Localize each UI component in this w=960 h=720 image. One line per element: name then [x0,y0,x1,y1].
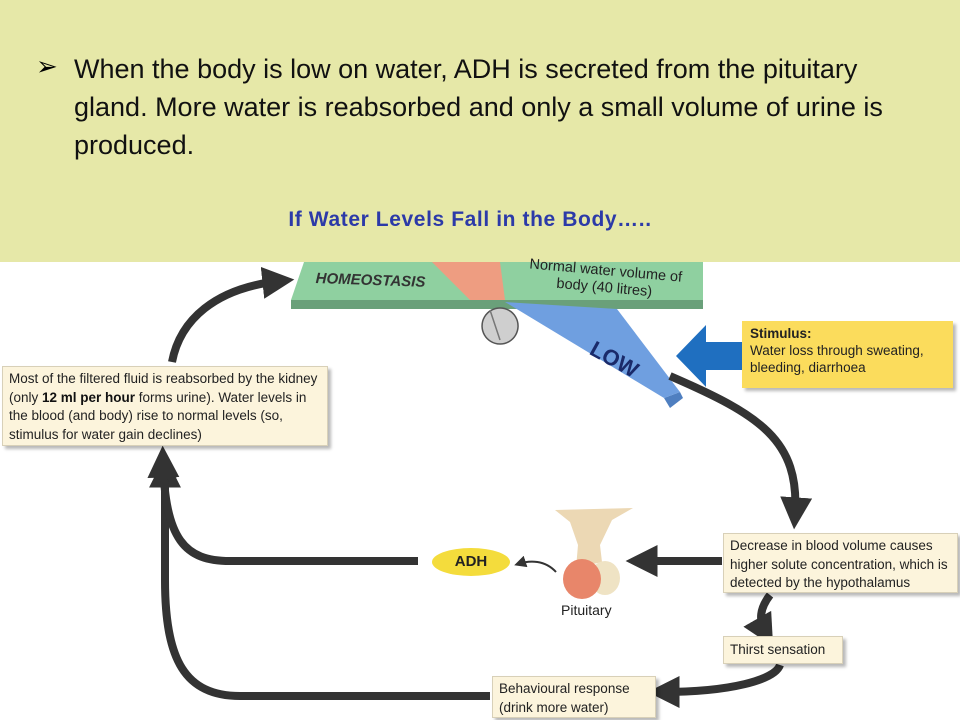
decrease-box: Decrease in blood volume causes higher s… [723,533,958,593]
stimulus-title: Stimulus: [750,326,812,341]
pituitary-label: Pituitary [561,602,612,618]
main-text: When the body is low on water, ADH is se… [74,54,883,160]
pivot-icon [481,307,519,345]
bullet-arrow-icon: ➢ [36,52,58,82]
arrow-pituitary-to-adh [514,555,557,573]
thirst-box: Thirst sensation [723,636,843,664]
adh-label: ADH [454,553,488,570]
pivot-line [489,309,501,341]
low-bar-shadow [664,392,683,408]
arrow-reabsorbed-to-homeostasis [168,266,295,363]
reabsorbed-text-1: Most of the filtered fluid is reabsorbed… [9,371,318,405]
stimulus-box: Stimulus: Water loss through sweating, b… [742,321,953,388]
behaviour-box: Behavioural response (drink more water) [492,676,656,718]
stimulus-arrow-icon [676,325,742,387]
pituitary-anterior-lobe [563,559,601,599]
salmon-wedge-top [432,262,505,300]
arrow-behaviour-to-reabsorbed [149,455,490,700]
header-banner [0,0,960,262]
arrow-adh-to-reabsorbed [147,445,418,565]
homeostasis-bar-shadow [291,300,703,309]
reabsorbed-text-bold: 12 ml per hour [42,389,136,405]
pituitary-stalk [555,508,633,568]
stimulus-text: Water loss through sweating, bleeding, d… [750,343,924,375]
arrow-low-to-decrease [668,372,813,530]
reabsorbed-text-2: forms urine). Water levels in the blood … [9,389,307,442]
adh-oval [432,548,510,576]
reabsorbed-box: Most of the filtered fluid is reabsorbed… [2,366,328,446]
arrow-decrease-to-thirst [743,592,774,647]
low-bar [505,302,680,398]
arrow-thirst-to-behaviour [647,663,784,708]
diagram-title: If Water Levels Fall in the Body….. [288,208,652,231]
